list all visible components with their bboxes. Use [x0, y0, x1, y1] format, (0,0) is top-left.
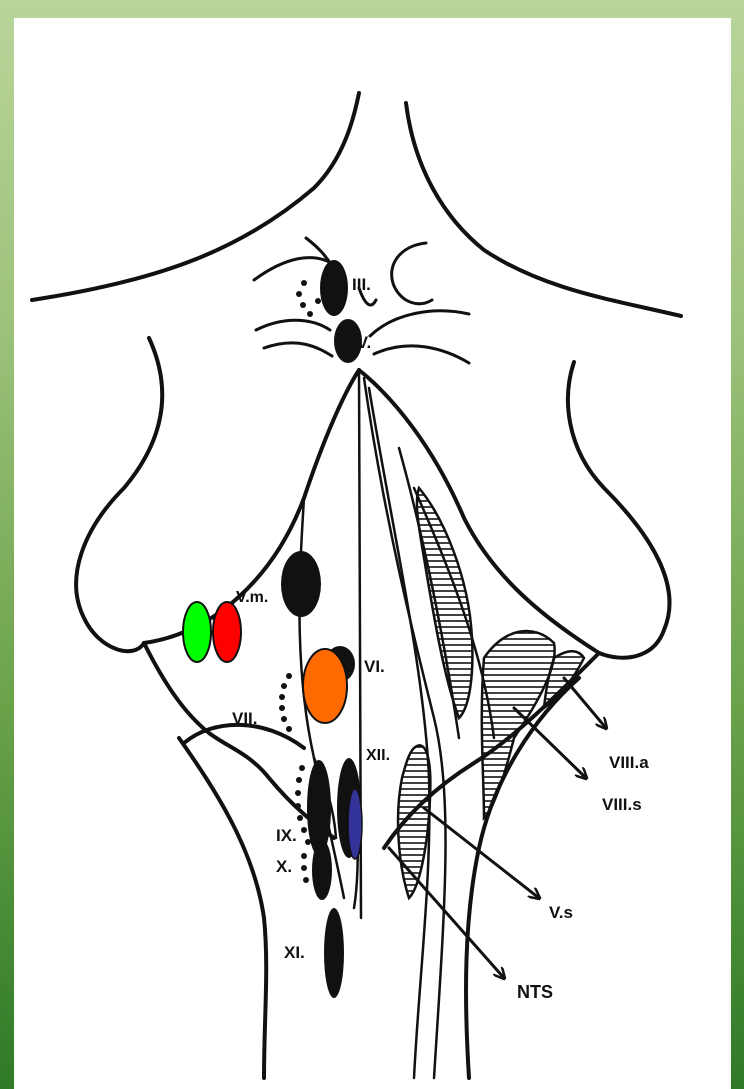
- orange-marker: [303, 649, 347, 723]
- iii-dot: [300, 302, 306, 308]
- v-s-arrow: [424, 808, 539, 898]
- vm-nucleus: [281, 551, 321, 617]
- x-nucleus: [312, 840, 332, 900]
- iii-nucleus: [320, 260, 348, 316]
- viii-nucleus-large: [482, 631, 555, 818]
- iii-dot: [315, 298, 321, 304]
- diagram-panel: III. IV. V.m. VI. VII. XII. IX. X. XI. V…: [14, 18, 731, 1089]
- label-xi: XI.: [284, 943, 305, 962]
- label-viii-a: VIII.a: [609, 753, 649, 772]
- label-xii: XII.: [366, 747, 390, 764]
- label-ix: IX.: [276, 826, 297, 845]
- label-vii: VII.: [232, 709, 258, 728]
- viii-a-arrow: [564, 678, 606, 728]
- label-x: X.: [276, 857, 292, 876]
- nts-arrow: [389, 848, 504, 978]
- iv-fiber-left2: [264, 343, 332, 356]
- red-marker: [213, 602, 241, 662]
- label-iii: III.: [352, 275, 371, 294]
- iii-fiber-top: [306, 238, 332, 266]
- iii-dot: [307, 311, 313, 317]
- iv-fiber-right2: [374, 346, 469, 363]
- vii-fibers: [279, 673, 292, 732]
- brainstem-diagram: III. IV. V.m. VI. VII. XII. IX. X. XI. V…: [14, 18, 731, 1089]
- iii-c-shape: [392, 243, 432, 304]
- green-marker: [183, 602, 211, 662]
- iv-fiber-left: [256, 320, 330, 330]
- iv-fiber-right: [370, 311, 469, 336]
- label-v-s: V.s: [549, 903, 573, 922]
- iii-dot: [301, 280, 307, 286]
- label-iv: IV.: [352, 333, 371, 352]
- brainstem-outline: [32, 93, 681, 1078]
- label-nts: NTS: [517, 982, 553, 1002]
- label-viii-s: VIII.s: [602, 795, 642, 814]
- motor-nuclei: [279, 551, 361, 998]
- blue-marker: [348, 789, 362, 859]
- label-vm: V.m.: [236, 589, 268, 606]
- sensory-nuclei: [398, 488, 584, 898]
- xi-nucleus: [324, 908, 344, 998]
- iii-dot: [296, 291, 302, 297]
- label-vi: VI.: [364, 657, 385, 676]
